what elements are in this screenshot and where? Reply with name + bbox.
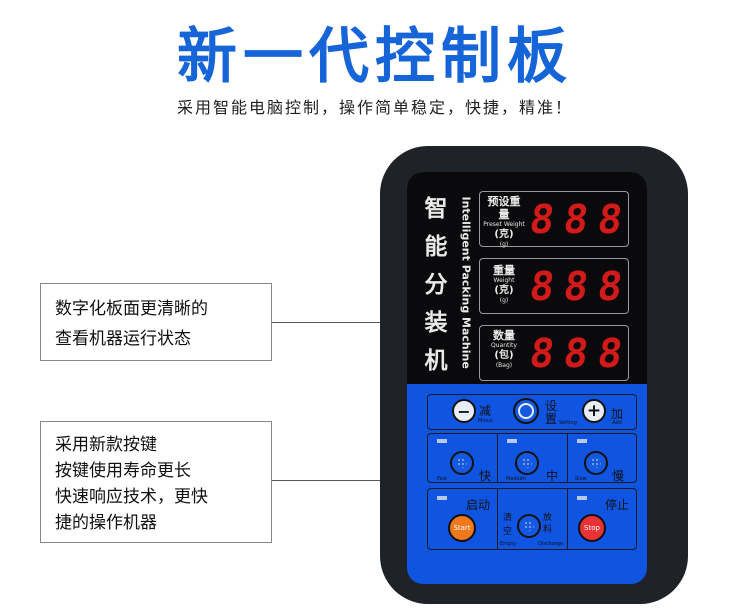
setting-button[interactable] xyxy=(513,398,539,424)
callout-line: 数字化板面更清晰的 xyxy=(55,299,208,319)
speed-group xyxy=(427,433,637,483)
empty-discharge-button[interactable] xyxy=(517,514,541,538)
brand-english: Intelligent Packing Machine xyxy=(459,196,473,369)
speed-slow-icon xyxy=(591,458,601,468)
empty-label-en: Empty xyxy=(500,541,517,547)
plus-button[interactable]: + xyxy=(582,399,606,423)
stop-label: 停止 xyxy=(605,498,630,512)
speed-fast-button[interactable] xyxy=(450,451,474,475)
discharge-icon xyxy=(524,521,534,531)
page-subtitle: 采用智能电脑控制，操作简单稳定，快捷，精准！ xyxy=(176,98,573,117)
plus-label-en: Add xyxy=(612,420,622,426)
speed-slow-led xyxy=(577,439,587,443)
speed-slow-label: 慢 xyxy=(612,469,625,483)
start-led xyxy=(437,496,447,500)
speed-fast-led xyxy=(437,439,447,443)
callout-display: 数字化板面更清晰的 查看机器运行状态 xyxy=(40,283,272,361)
callout-buttons: 采用新款按键 按键使用寿命更长 快速响应技术，更快 捷的操作机器 xyxy=(40,421,272,543)
minus-icon: − xyxy=(457,402,471,421)
setting-label: 设 xyxy=(545,399,558,413)
speed-slow-label-en: Slow xyxy=(575,476,587,482)
setting-icon xyxy=(518,403,534,419)
empty-label: 清 xyxy=(503,513,513,523)
discharge-label: 放料 xyxy=(543,513,553,535)
callout-line: 按键使用寿命更长 xyxy=(55,461,191,481)
leader-line xyxy=(272,322,432,323)
stop-button[interactable]: Stop xyxy=(578,514,606,542)
start-button-label: Start xyxy=(453,524,471,532)
divider xyxy=(567,433,568,483)
speed-medium-icon xyxy=(522,458,532,468)
speed-fast-label-en: Fast xyxy=(437,476,448,482)
callout-line: 快速响应技术，更快 xyxy=(55,487,208,507)
speed-medium-label-en: Medium xyxy=(506,476,526,482)
start-label: 启动 xyxy=(466,498,491,512)
callout-line: 捷的操作机器 xyxy=(55,513,157,533)
display-label: 预设重量 Preset Weight (克) (g) xyxy=(483,195,525,248)
display-label: 重量 Weight (克) (g) xyxy=(493,264,515,304)
control-group xyxy=(427,488,637,550)
empty-label: 空 xyxy=(503,527,513,537)
speed-medium-label: 中 xyxy=(546,469,559,483)
divider xyxy=(567,488,568,550)
stop-led xyxy=(577,496,587,500)
divider xyxy=(497,433,498,483)
page-title: 新一代控制板 xyxy=(177,22,573,92)
start-button[interactable]: Start xyxy=(448,514,476,542)
plus-icon: + xyxy=(586,401,602,421)
discharge-label-en: Discharge xyxy=(538,541,564,547)
display-screen xyxy=(407,172,647,384)
divider xyxy=(497,488,498,550)
plus-label: 加 xyxy=(611,407,624,421)
leader-line xyxy=(272,480,407,481)
minus-label: 减 xyxy=(479,404,492,418)
setting-label-en: Setting xyxy=(559,420,577,426)
adjust-group xyxy=(427,394,637,430)
minus-label-en: Minus xyxy=(478,418,493,424)
callout-line: 查看机器运行状态 xyxy=(55,329,191,349)
stop-button-label: Stop xyxy=(584,524,600,532)
brand-chinese: 智能分装机 xyxy=(424,196,448,374)
speed-medium-led xyxy=(507,439,517,443)
speed-fast-label: 快 xyxy=(479,469,492,483)
display-label: 数量 Quantity (包) (Bag) xyxy=(491,329,517,369)
speed-slow-button[interactable] xyxy=(584,451,608,475)
minus-button[interactable]: − xyxy=(452,399,476,423)
setting-label: 置 xyxy=(545,412,558,426)
speed-fast-icon xyxy=(457,458,467,468)
callout-line: 采用新款按键 xyxy=(55,435,157,455)
speed-medium-button[interactable] xyxy=(515,451,539,475)
